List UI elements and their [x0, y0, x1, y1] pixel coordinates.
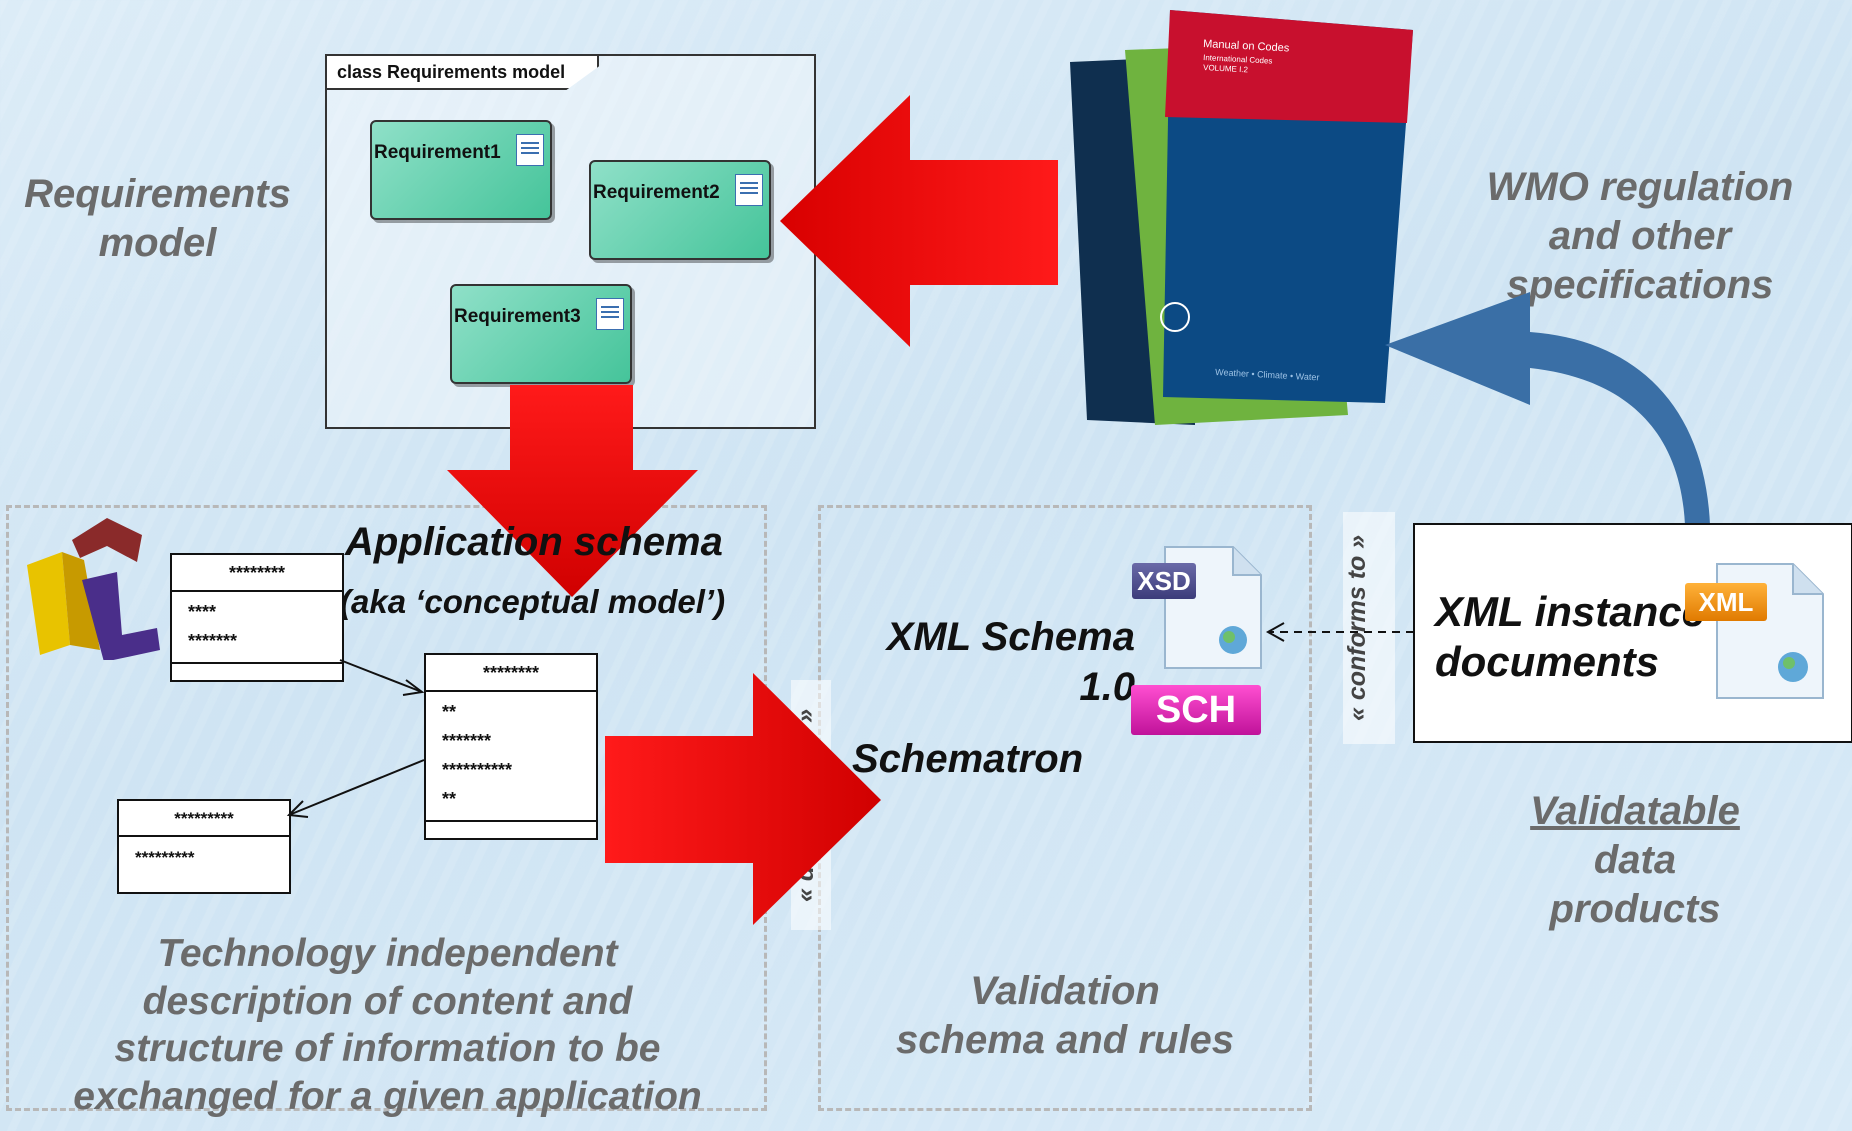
wmo-caption: WMO regulation and other specifications: [1486, 165, 1794, 307]
class-name: ********: [172, 555, 342, 592]
uml-associations: [286, 659, 425, 818]
class-name: ********: [426, 655, 596, 692]
conforms-to-arrow: [1265, 622, 1414, 642]
arrow-left-red: [780, 95, 1058, 347]
uml-class-3[interactable]: ********* *********: [117, 799, 291, 894]
class-attributes: *********: [135, 848, 195, 867]
application-schema-aka: (aka ‘conceptual model’): [340, 583, 726, 620]
xml-instance-box[interactable]: XML instance documents: [1413, 523, 1852, 743]
wmo-logo-icon: [1160, 302, 1190, 332]
uml-class-2[interactable]: ******** ** ******* ********** **: [424, 653, 598, 840]
requirement-1[interactable]: Requirement1: [370, 120, 552, 220]
book-title: Manual on Codes: [1203, 38, 1290, 55]
requirement-label: Requirement3: [454, 306, 581, 327]
sch-badge: SCH: [1131, 685, 1261, 735]
curved-arrow-blue: [1385, 292, 1710, 525]
document-icon: [735, 174, 763, 206]
arrow-right-red: [605, 673, 881, 925]
technology-caption: Technology independent description of co…: [73, 932, 702, 1118]
frame-title: class Requirements model: [327, 56, 600, 90]
schematron-label: Schematron: [852, 737, 1084, 781]
validatable-caption: Validatable data products: [1530, 789, 1740, 931]
class-name: *********: [119, 801, 289, 837]
requirement-3[interactable]: Requirement3: [450, 284, 632, 384]
book-volume: VOLUME I.2: [1203, 63, 1249, 74]
requirements-model-caption: Requirements model: [24, 172, 291, 265]
validation-caption: Validation schema and rules: [896, 969, 1234, 1062]
document-icon: [516, 134, 544, 166]
requirement-label: Requirement1: [374, 142, 501, 163]
book-subtitle: International Codes: [1203, 53, 1273, 66]
document-icon: [596, 298, 624, 330]
arrow-down-red: [447, 385, 698, 597]
xml-schema-label: XML Schema 1.0: [886, 615, 1135, 709]
uml-class-1[interactable]: ******** **** *******: [170, 553, 344, 682]
class-attributes: ** ******* ********** **: [426, 692, 596, 822]
manual-on-codes-books: Manual on Codes International Codes VOLU…: [1070, 10, 1413, 425]
xml-badge: XML: [1685, 583, 1767, 621]
class-attributes: **** *******: [172, 592, 342, 664]
requirement-2[interactable]: Requirement2: [589, 160, 771, 260]
uml-logo-icon: [27, 518, 160, 660]
xsd-badge: XSD: [1132, 563, 1196, 599]
requirement-label: Requirement2: [593, 182, 720, 203]
application-schema-title: Application schema: [345, 520, 723, 564]
xml-instance-label: XML instance documents: [1435, 588, 1705, 686]
